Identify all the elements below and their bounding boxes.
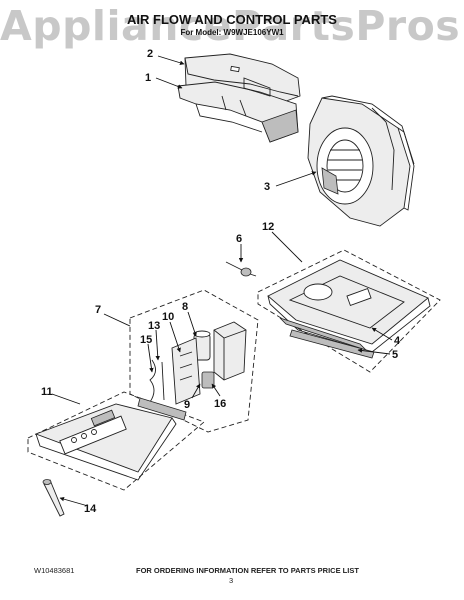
callout-numbers: 2 1 3 4 5 6 7 8 9 10 11 12 13 14 15 16 (41, 48, 401, 515)
callout-8: 8 (182, 301, 188, 313)
sensor-part (225, 261, 257, 277)
blower-housing (307, 95, 415, 227)
callout-7: 7 (95, 304, 101, 316)
callout-10: 10 (162, 311, 174, 323)
air-duct-assembly (177, 53, 301, 143)
control-box-group (129, 289, 259, 433)
callout-5: 5 (392, 349, 398, 361)
callout-4: 4 (394, 335, 401, 347)
screw-part (42, 479, 65, 517)
callout-16: 16 (214, 398, 226, 410)
rail-strip (289, 329, 375, 359)
callout-1: 1 (145, 72, 151, 84)
watermark: AppliancePartsPros.com (0, 2, 464, 50)
model-subtitle: For Model: W9WJE106YW1 (180, 28, 284, 37)
callout-15: 15 (140, 334, 152, 346)
control-panel-group (27, 391, 205, 491)
callout-12: 12 (262, 221, 274, 233)
page-number: 3 (229, 576, 234, 585)
callout-9: 9 (184, 399, 190, 411)
ordering-note: FOR ORDERING INFORMATION REFER TO PARTS … (136, 566, 359, 575)
callout-2: 2 (147, 48, 153, 60)
callout-3: 3 (264, 181, 270, 193)
callout-11: 11 (41, 386, 53, 398)
base-pan-group (257, 249, 441, 373)
callout-6: 6 (236, 233, 242, 245)
document-number: W10483681 (34, 566, 75, 575)
callout-14: 14 (84, 503, 97, 515)
callout-leaders (51, 55, 393, 507)
callout-13: 13 (148, 320, 160, 332)
page-title: AIR FLOW AND CONTROL PARTS (127, 12, 337, 27)
